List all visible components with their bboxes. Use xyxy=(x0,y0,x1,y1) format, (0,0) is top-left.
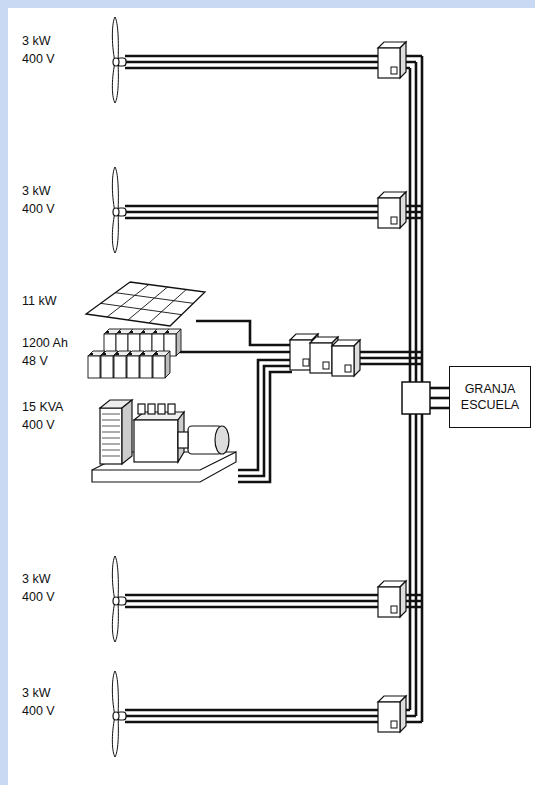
rating-label: 15 KVA 400 V xyxy=(22,398,76,434)
inverter-symbol xyxy=(332,340,360,376)
rating-label: 3 kW 400 V xyxy=(22,32,64,68)
wire xyxy=(125,61,416,64)
rating-label: 3 kW 400 V xyxy=(22,570,64,606)
solar-panel xyxy=(86,282,205,326)
rating-label: 11 kW xyxy=(22,292,74,310)
box-title: GRANJA ESCUELA xyxy=(455,381,525,413)
wind-turbine xyxy=(112,671,126,757)
inverter-symbol xyxy=(378,696,406,732)
rating-label: 1200 Ah 48 V xyxy=(22,334,76,370)
wire xyxy=(125,67,410,70)
wire xyxy=(430,407,449,410)
inverter-symbol xyxy=(378,581,406,617)
inverter-symbol xyxy=(378,42,406,78)
consumer-box: GRANJA ESCUELA xyxy=(449,366,531,428)
rating-label: 3 kW 400 V xyxy=(22,182,64,218)
junction-box xyxy=(402,382,430,414)
wire xyxy=(238,366,292,476)
wire xyxy=(360,351,422,354)
inverter-symbol xyxy=(378,192,406,228)
wire xyxy=(125,715,416,718)
wire xyxy=(196,321,292,345)
wind-turbine xyxy=(112,556,126,642)
wire xyxy=(176,351,292,354)
wire xyxy=(238,372,292,482)
wire xyxy=(360,363,422,366)
wire xyxy=(125,709,410,712)
wire xyxy=(430,397,449,400)
wire xyxy=(430,387,449,390)
wind-turbine xyxy=(112,167,126,253)
battery-bank xyxy=(88,329,181,378)
diesel-generator xyxy=(92,400,236,482)
wind-turbine xyxy=(112,17,126,103)
rating-label: 3 kW 400 V xyxy=(22,684,64,720)
wire xyxy=(360,357,422,360)
